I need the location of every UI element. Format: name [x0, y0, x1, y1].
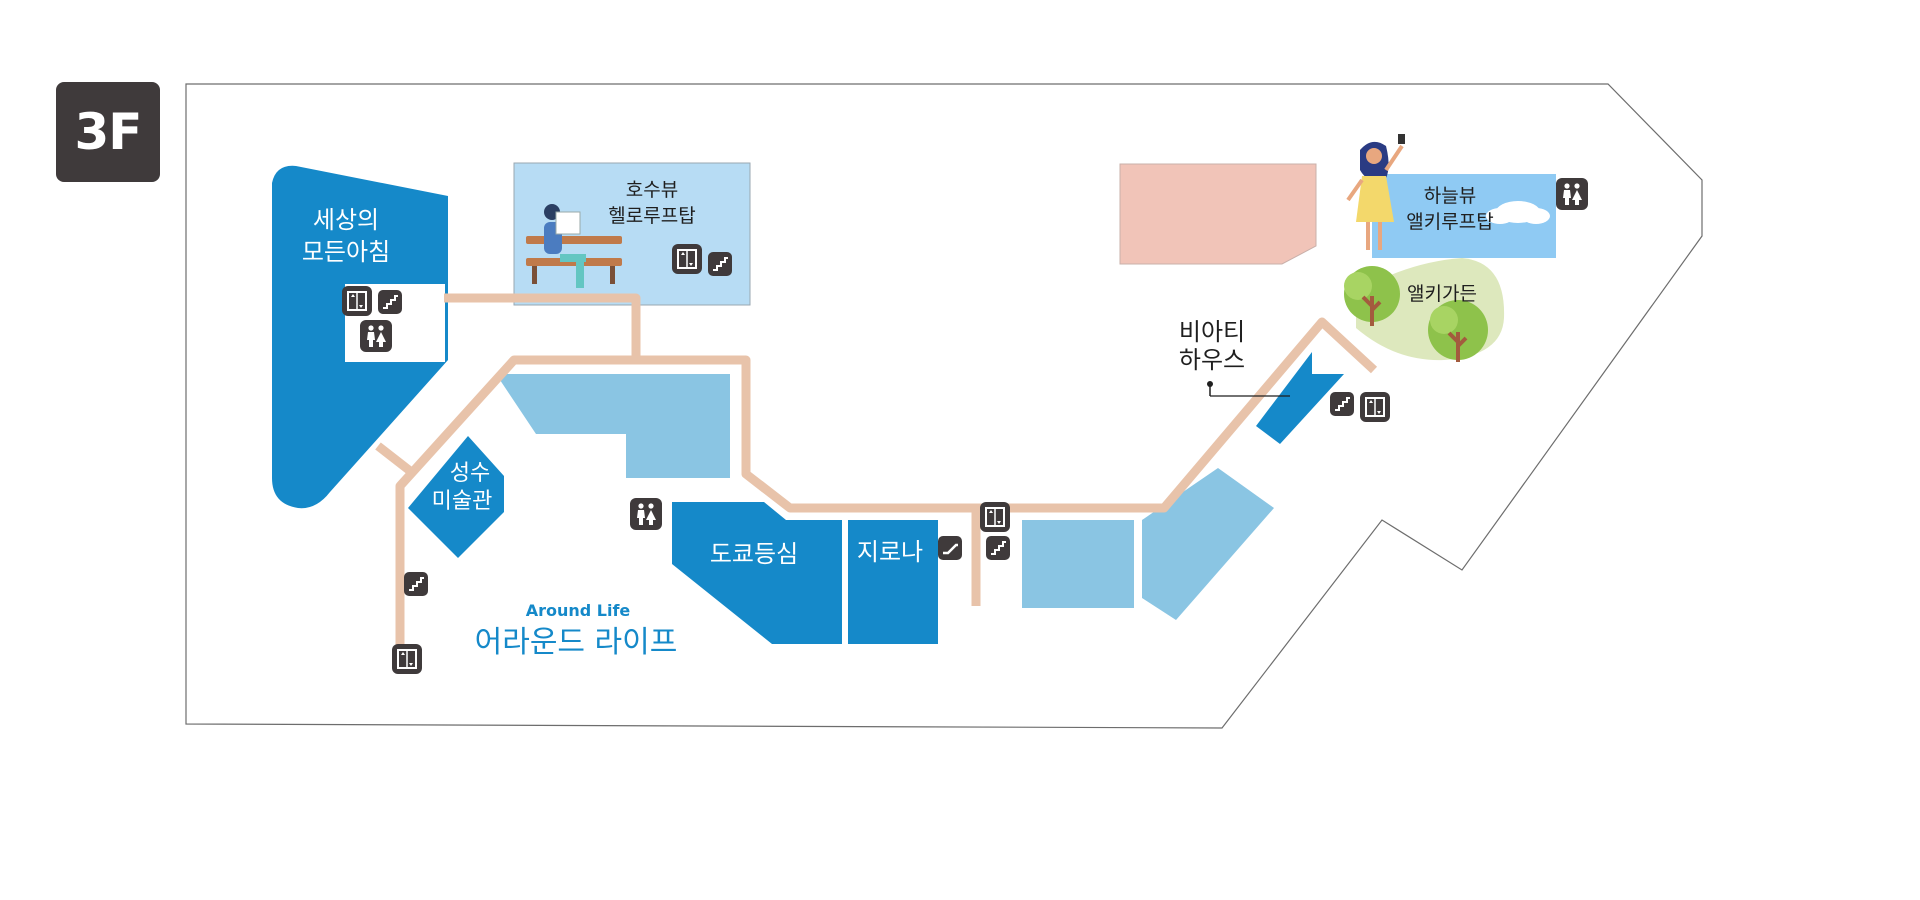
beauty-label-2: 하우스	[1179, 346, 1245, 374]
store-museum[interactable]	[408, 436, 504, 558]
stairs-icon[interactable]	[1329, 391, 1355, 417]
lakeview-label-2: 헬로루프탑	[608, 205, 695, 227]
elevator-icon[interactable]	[341, 285, 373, 317]
cloud-illustration	[1486, 201, 1550, 224]
lakeview-label-1: 호수뷰	[626, 179, 678, 201]
morning-label-1: 세상의	[313, 206, 379, 234]
walkway	[444, 293, 1378, 513]
restroom-icon[interactable]	[360, 320, 392, 352]
store-tokyo[interactable]	[672, 502, 842, 644]
aroundlife-en: Around Life	[526, 601, 631, 620]
beauty-pointer-dot	[1207, 381, 1213, 387]
skyview-label-1: 하늘뷰	[1424, 185, 1476, 207]
garden-label: 앨키가든	[1407, 283, 1477, 305]
skyview-label-2: 앨키루프탑	[1406, 211, 1493, 233]
museum-label-2: 미술관	[432, 489, 493, 514]
morning-label-2: 모든아침	[302, 238, 390, 266]
store-jirona[interactable]	[848, 520, 938, 644]
museum-label-1: 성수	[450, 461, 490, 486]
stairs-icon[interactable]	[707, 251, 733, 277]
store-light-b[interactable]	[1142, 468, 1274, 620]
floor-badge: 3F	[56, 82, 160, 182]
elevator-icon[interactable]	[1359, 391, 1391, 423]
jirona-label: 지로나	[857, 538, 923, 566]
restroom-icon[interactable]	[630, 498, 662, 530]
restroom-icon[interactable]	[1556, 178, 1588, 210]
elevator-icon[interactable]	[391, 643, 423, 675]
tokyo-label: 도쿄등심	[710, 540, 798, 568]
bench-illustration	[526, 204, 622, 288]
woman-illustration	[1346, 134, 1405, 250]
aroundlife-ko: 어라운드 라이프	[475, 625, 678, 660]
store-light-upper[interactable]	[496, 374, 730, 478]
elevator-icon[interactable]	[671, 243, 703, 275]
tree-illustration	[1344, 266, 1488, 362]
walkway-west	[395, 355, 636, 652]
escalator-icon[interactable]	[936, 534, 964, 562]
stairs-icon[interactable]	[403, 571, 429, 597]
store-light-a[interactable]	[1022, 520, 1134, 608]
walkway-link	[375, 442, 417, 478]
elevator-icon[interactable]	[979, 501, 1011, 533]
stairs-icon[interactable]	[985, 535, 1011, 561]
store-beauty[interactable]	[1256, 352, 1344, 444]
stairs-icon[interactable]	[377, 289, 403, 315]
beauty-label-1: 비아티	[1179, 318, 1245, 346]
store-pink	[1119, 163, 1317, 265]
